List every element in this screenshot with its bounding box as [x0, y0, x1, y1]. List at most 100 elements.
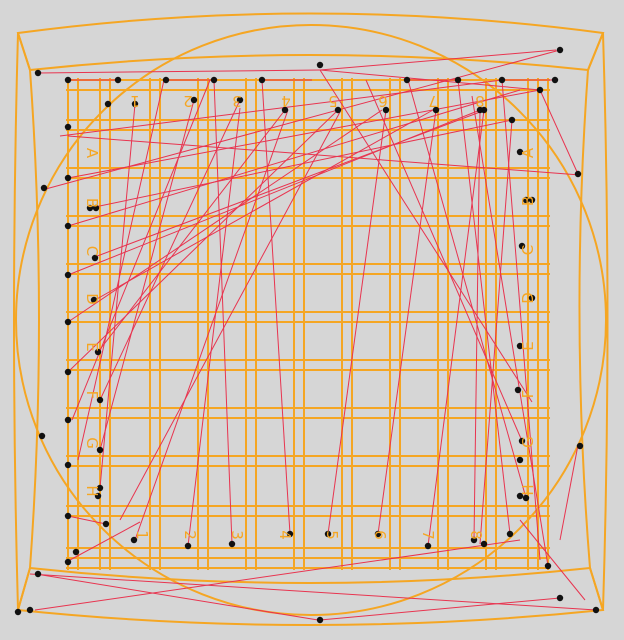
node-27	[281, 106, 289, 114]
connection-line-24	[261, 79, 291, 535]
node-26	[236, 96, 244, 104]
node-points	[14, 46, 600, 624]
left-label-a: A	[83, 148, 101, 159]
node-19	[64, 461, 72, 469]
node-72	[316, 616, 324, 624]
connection-line-21	[134, 109, 289, 541]
outer-frame-right	[578, 32, 609, 611]
right-label-e: E	[519, 341, 537, 350]
node-45	[528, 196, 536, 204]
connection-line-12	[91, 111, 481, 259]
right-label-d: D	[519, 292, 537, 304]
connection-line-35	[471, 95, 549, 567]
left-label-e: E	[83, 342, 101, 351]
connection-line-30	[457, 79, 511, 535]
bottom-label-2: 2	[181, 530, 199, 540]
node-65	[480, 540, 488, 548]
connection-line-0	[37, 69, 321, 74]
left-label-h: H	[83, 485, 101, 496]
connection-line-40	[559, 444, 579, 541]
node-43	[516, 148, 524, 156]
right-label-b: B	[519, 196, 537, 206]
left-label-b: B	[83, 198, 101, 208]
node-15	[64, 271, 72, 279]
node-17	[64, 368, 72, 376]
connection-line-22	[187, 107, 241, 547]
node-37	[90, 296, 98, 304]
node-30	[432, 106, 440, 114]
node-9	[498, 76, 506, 84]
node-33	[508, 116, 516, 124]
node-67	[64, 558, 72, 566]
node-63	[424, 542, 432, 550]
connection-line-42	[59, 79, 503, 137]
node-59	[228, 540, 236, 548]
right-label-a: A	[519, 147, 537, 158]
node-8	[454, 76, 462, 84]
connection-line-43	[41, 49, 561, 191]
node-0	[34, 69, 42, 77]
node-69	[34, 570, 42, 578]
connection-line-10	[67, 109, 339, 373]
connection-line-9	[67, 109, 383, 323]
node-50	[518, 437, 526, 445]
node-14	[64, 222, 72, 230]
right-label-c: C	[519, 245, 537, 255]
node-25	[190, 96, 198, 104]
bottom-number-labels: 1 2 3 4 5 6 7 8	[133, 530, 485, 540]
node-53	[516, 492, 524, 500]
node-49	[514, 386, 522, 394]
left-label-c: C	[83, 246, 101, 256]
bottom-label-4: 4	[276, 530, 294, 540]
node-75	[544, 562, 552, 570]
node-66	[506, 530, 514, 538]
node-55	[576, 442, 584, 450]
connection-line-41	[67, 135, 581, 176]
node-52	[522, 494, 530, 502]
right-letter-labels: A B C D E F G H	[519, 147, 537, 496]
connection-line-44	[67, 515, 107, 525]
node-29	[382, 106, 390, 114]
node-54	[574, 170, 582, 178]
connection-line-36	[319, 597, 561, 621]
connection-line-37	[35, 573, 319, 621]
node-12	[64, 123, 72, 131]
connection-line-46	[519, 519, 586, 601]
node-28	[334, 106, 342, 114]
connection-line-13	[94, 109, 434, 301]
node-2	[114, 76, 122, 84]
connection-line-23	[213, 79, 233, 545]
top-label-1: 1	[130, 92, 140, 110]
node-41	[96, 484, 104, 492]
node-73	[556, 594, 564, 602]
bottom-label-6: 6	[371, 530, 389, 540]
node-23	[104, 100, 112, 108]
node-11	[556, 46, 564, 54]
top-label-5: 5	[328, 92, 338, 110]
left-label-d: D	[83, 293, 101, 305]
node-6	[316, 61, 324, 69]
node-5	[258, 76, 266, 84]
node-36	[91, 254, 99, 262]
connection-line-29	[479, 119, 513, 545]
node-62	[374, 530, 382, 538]
board-grid	[66, 78, 550, 570]
right-label-g: G	[519, 436, 537, 448]
node-35	[92, 204, 100, 212]
node-13	[64, 174, 72, 182]
connection-line-18	[71, 79, 211, 421]
node-38	[94, 348, 102, 356]
top-label-3: 3	[232, 92, 242, 110]
node-71	[14, 608, 22, 616]
top-label-2: 2	[183, 92, 193, 110]
bottom-label-5: 5	[323, 530, 341, 540]
node-4	[210, 76, 218, 84]
node-44	[522, 196, 530, 204]
connection-line-49	[319, 69, 541, 91]
connection-line-45	[29, 573, 597, 611]
top-label-7: 7	[428, 92, 438, 110]
top-label-8: 8	[475, 92, 485, 110]
node-46	[518, 242, 526, 250]
